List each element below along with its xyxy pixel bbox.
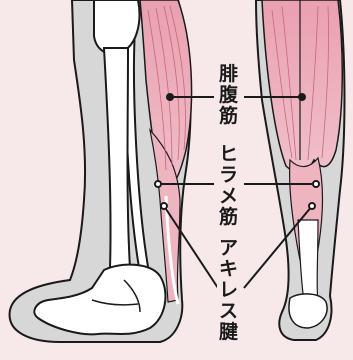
side-view-leg [10,0,192,342]
label-char: 筋 [219,106,238,127]
label-char: 腹 [219,85,238,106]
label-char: ヒ [219,144,238,165]
label-char: 腱 [219,322,238,343]
foot-bones [34,265,165,335]
label-gastrocnemius: 腓 腹 筋 [217,62,240,129]
label-achilles-tendon: ア キ レ ス 腱 [217,236,240,345]
back-view-leg [256,0,345,340]
label-char: メ [219,186,238,207]
label-char: ラ [219,165,238,186]
label-char: 腓 [219,64,238,85]
label-char: キ [219,259,238,280]
label-char: ス [219,301,238,322]
label-char: レ [219,280,238,301]
label-char: ア [219,238,238,259]
label-char: 筋 [219,207,238,228]
label-soleus: ヒ ラ メ 筋 [217,142,240,230]
